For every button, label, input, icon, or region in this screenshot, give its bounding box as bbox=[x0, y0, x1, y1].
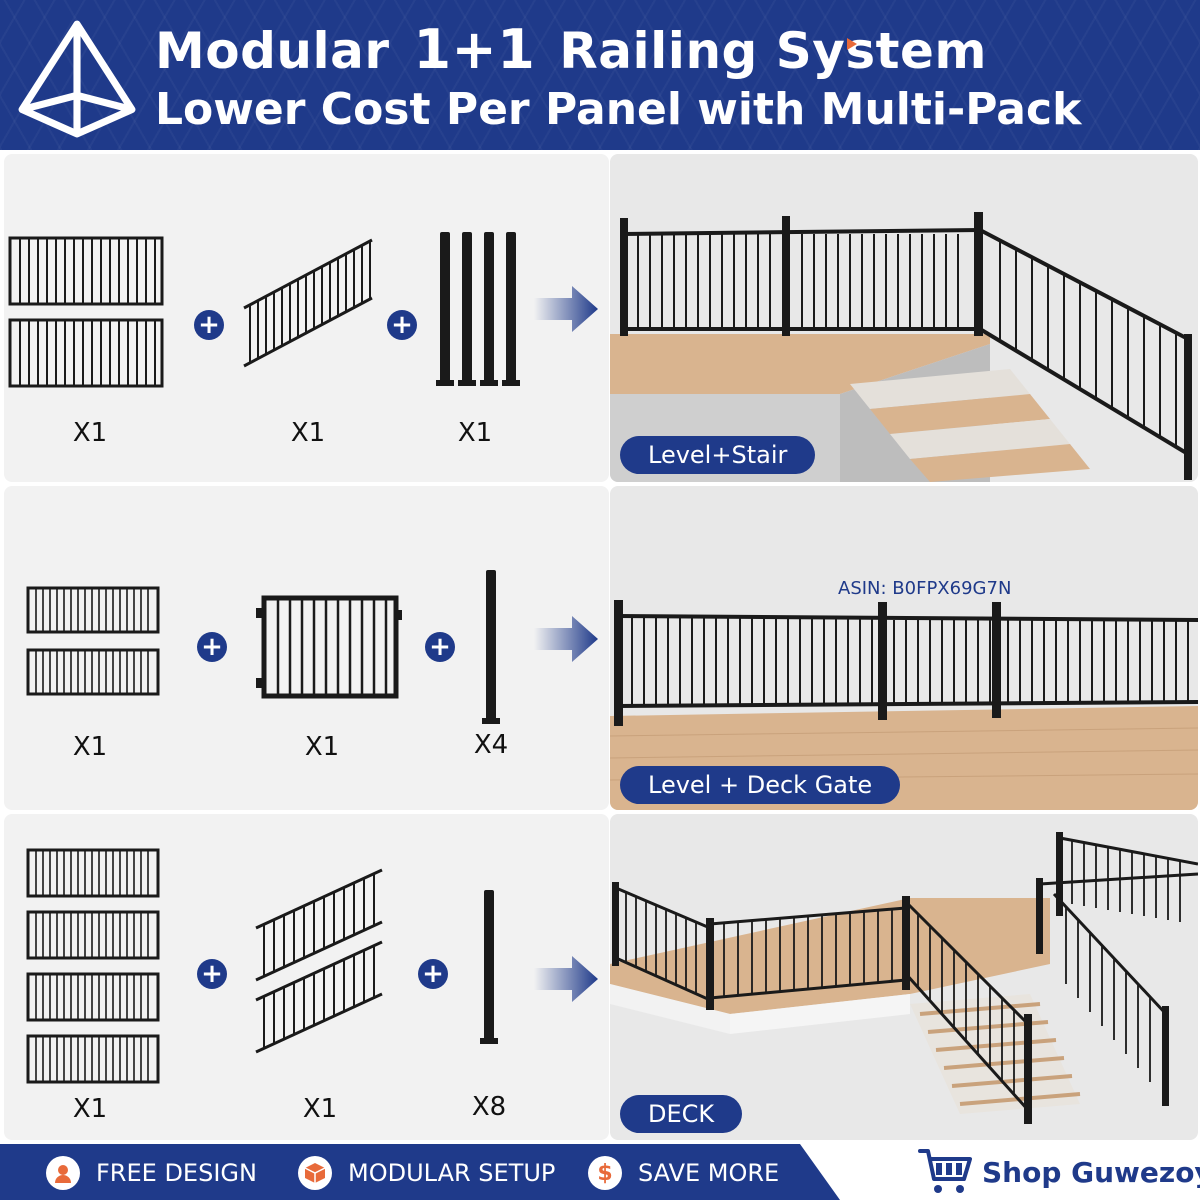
scene-label-deck-gate: Level + Deck Gate bbox=[620, 766, 901, 804]
title-pre: Modular bbox=[155, 22, 390, 80]
qty-level-panels: X1 bbox=[72, 418, 108, 448]
plus-icon: + bbox=[197, 632, 227, 662]
arrow-right-icon bbox=[534, 286, 598, 332]
header-banner: Modular 1+1 Railing System Lower Cost Pe… bbox=[0, 0, 1200, 150]
scene-deck: DECK bbox=[610, 814, 1198, 1140]
qty-level-panels: X1 bbox=[72, 732, 108, 762]
qty-posts: X1 bbox=[457, 418, 493, 448]
stair-panel-icon bbox=[243, 238, 373, 368]
level-panel-four-pack-icon bbox=[26, 848, 160, 1084]
page-title: Modular 1+1 Railing System bbox=[155, 18, 987, 81]
level-stair-render bbox=[610, 212, 1192, 482]
scene-deck-gate: ASIN: B0FPX69G7N Level + Deck Gate bbox=[610, 486, 1198, 810]
shop-label: Shop Guwezoy bbox=[982, 1155, 1200, 1189]
title-highlight: 1+1 bbox=[413, 18, 536, 81]
asin-label: ASIN: B0FPX69G7N bbox=[838, 578, 1012, 599]
level-panel-pair-icon bbox=[26, 586, 160, 696]
page-subtitle: Lower Cost Per Panel with Multi-Pack bbox=[155, 84, 1082, 135]
plus-icon: + bbox=[197, 959, 227, 989]
qty-posts: X4 bbox=[473, 730, 509, 760]
qty-deck-gate: X1 bbox=[304, 732, 340, 762]
arrow-right-icon bbox=[534, 616, 598, 662]
shop-link[interactable]: Shop Guwezoy bbox=[918, 1144, 1200, 1200]
title-post: Railing System bbox=[559, 22, 988, 80]
post-icon bbox=[480, 890, 498, 1044]
kit-row-deck: X1 + X1 + X8 bbox=[0, 814, 1200, 1140]
scene-label-deck: DECK bbox=[620, 1095, 743, 1133]
level-panel-pair-icon bbox=[8, 236, 164, 388]
feature-modular-setup: MODULAR SETUP bbox=[298, 1156, 555, 1190]
dollar-icon: $ bbox=[588, 1156, 622, 1190]
shopping-cart-icon bbox=[918, 1149, 972, 1193]
qty-level-panels: X1 bbox=[72, 1094, 108, 1124]
qty-posts: X8 bbox=[471, 1092, 507, 1122]
post-icon bbox=[482, 570, 500, 724]
qty-stair-panel: X1 bbox=[290, 418, 326, 448]
footer-bar: FREE DESIGN MODULAR SETUP $ SAVE MORE Sh… bbox=[0, 1144, 1200, 1200]
deck-gate-render bbox=[610, 600, 1198, 810]
plus-icon: + bbox=[387, 310, 417, 340]
kit-row-level-stair: X1 + X1 + X1 bbox=[0, 154, 1200, 482]
stair-panel-pair-icon bbox=[255, 868, 383, 1054]
feature-label: MODULAR SETUP bbox=[348, 1159, 556, 1187]
post-set-icon bbox=[436, 232, 520, 386]
plus-icon: + bbox=[418, 959, 448, 989]
deck-render bbox=[610, 832, 1198, 1124]
feature-band bbox=[0, 1144, 840, 1200]
kit-contents-panel bbox=[4, 486, 609, 810]
plus-icon: + bbox=[194, 310, 224, 340]
feature-label: FREE DESIGN bbox=[96, 1159, 257, 1187]
deck-gate-icon bbox=[256, 595, 402, 699]
kit-row-deck-gate: X1 + X1 + X4 bbox=[0, 486, 1200, 810]
cube-icon bbox=[298, 1156, 332, 1190]
scene-level-stair: Level+Stair bbox=[610, 154, 1198, 482]
plus-icon: + bbox=[425, 632, 455, 662]
pyramid-logo-icon bbox=[18, 20, 136, 138]
scene-label-level-stair: Level+Stair bbox=[620, 436, 816, 474]
designer-icon bbox=[46, 1156, 80, 1190]
arrow-right-icon bbox=[534, 956, 598, 1002]
feature-free-design: FREE DESIGN bbox=[46, 1156, 257, 1190]
title-arrow-icon bbox=[847, 38, 857, 50]
qty-stair-panels: X1 bbox=[302, 1094, 338, 1124]
feature-save-more: $ SAVE MORE bbox=[588, 1156, 779, 1190]
feature-label: SAVE MORE bbox=[638, 1159, 780, 1187]
